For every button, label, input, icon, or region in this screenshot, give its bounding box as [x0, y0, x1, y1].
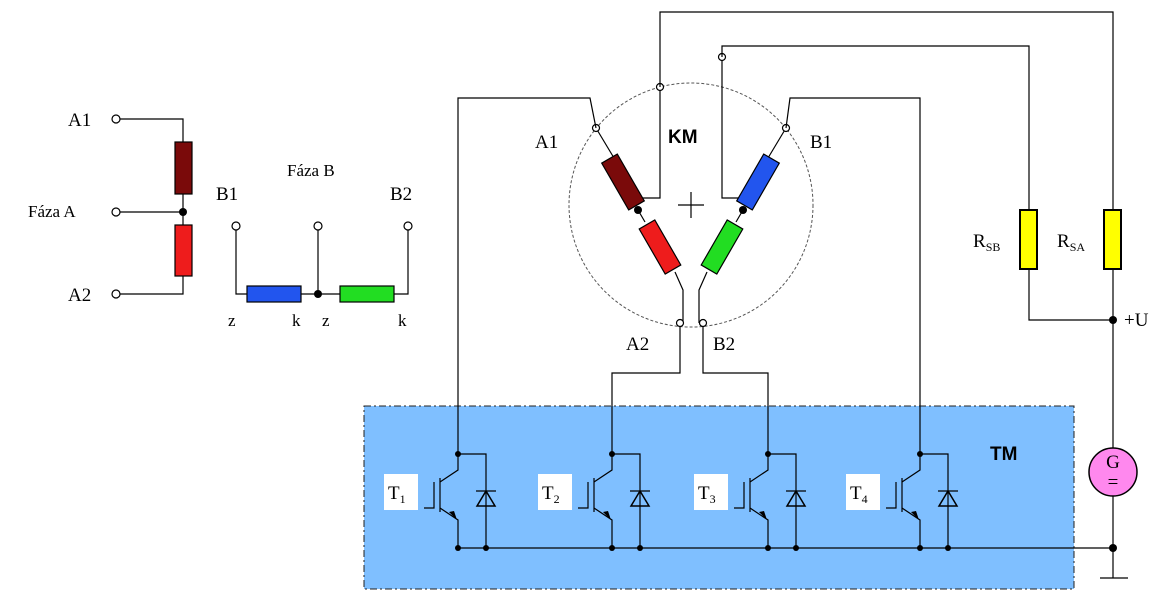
collector-lead [593, 454, 613, 483]
phase-b-label: Fáza B [287, 161, 335, 180]
junction-dot [765, 451, 771, 457]
motor-b2-label: B2 [713, 334, 735, 355]
phase-b-winding-1 [246, 285, 302, 303]
junction-dot [483, 545, 489, 551]
phase-a-a1-label: A1 [68, 110, 91, 131]
collector-lead [749, 454, 769, 483]
phase-a-label: Fáza A [28, 202, 76, 221]
transistor-t2-label: T2 [542, 483, 560, 506]
emitter-arrow [449, 511, 457, 520]
emitter-arrow [759, 511, 767, 520]
junction-dot [917, 545, 923, 551]
stage-wire [458, 453, 487, 548]
supply-plus-u-label: +U [1124, 310, 1149, 331]
phase-b-k1-label: k [292, 311, 301, 330]
junction-dot [765, 545, 771, 551]
stage-wire [920, 453, 949, 548]
motor-phase-a-winding-2 [638, 219, 682, 275]
phase-b-z2-label: z [322, 311, 330, 330]
phase-b-b2-label: B2 [390, 184, 412, 205]
junction-dot [609, 545, 615, 551]
motor-a2-label: A2 [626, 334, 649, 355]
stage-wire [768, 453, 797, 548]
igbt-gate [424, 482, 435, 509]
emitter-arrow [603, 511, 611, 520]
resistor-rsb-label: RSB [973, 231, 1000, 254]
wiring [457, 11, 1128, 579]
resistor-rsa-label: RSA [1057, 231, 1085, 254]
freewheel-diode-icon [937, 489, 959, 507]
transistor-label-box [538, 474, 572, 510]
transistor-module-label: TM [990, 444, 1017, 465]
transistor-t3-label: T3 [698, 483, 716, 506]
motor-phase-a-winding-1 [600, 153, 646, 211]
dc-generator: G = [1088, 447, 1138, 497]
generator-g-label: G [1106, 452, 1120, 473]
phase-a-winding-1 [174, 141, 193, 195]
resistor-rsb [1019, 209, 1038, 270]
transistor-stage-t2: T2 [538, 451, 651, 551]
phase-b-z1-label: z [228, 311, 236, 330]
resistor-rsa [1103, 209, 1122, 270]
transistor-t4-label: T4 [850, 483, 868, 506]
transistor-stages: T1 T2 T3 T4 [384, 451, 959, 551]
collector-lead [439, 454, 459, 483]
junction-dot [609, 451, 615, 457]
transistor-label-box [694, 474, 728, 510]
freewheel-diode-icon [785, 489, 807, 507]
phase-a-winding-2 [174, 224, 193, 277]
generator-eq-label: = [1108, 472, 1119, 493]
emitter-lead [901, 507, 921, 548]
emitter-lead [439, 507, 459, 548]
junction-dot [945, 545, 951, 551]
emitter-lead [593, 507, 613, 548]
junction-dot [793, 545, 799, 551]
motor-phase-b-winding-2 [700, 219, 744, 275]
motor-outline [568, 82, 814, 328]
phase-a-schematic: A1 Fáza A A2 [28, 110, 193, 306]
igbt-gate [886, 482, 897, 509]
motor-phase-b-winding-1 [735, 153, 781, 211]
stage-wire [612, 453, 641, 548]
junction-dot [455, 451, 461, 457]
motor-b1-label: B1 [810, 132, 832, 153]
transistor-label-box [846, 474, 880, 510]
transistor-label-box [384, 474, 418, 510]
junction-dot [637, 545, 643, 551]
motor-label: KM [668, 127, 698, 148]
collector-lead [901, 454, 921, 483]
freewheel-diode-icon [475, 489, 497, 507]
transistor-stage-t4: T4 [846, 451, 959, 551]
emitter-arrow [911, 511, 919, 520]
transistor-t1-label: T1 [388, 483, 406, 506]
phase-b-k2-label: k [398, 311, 407, 330]
motor-km: KM A1 B1 A2 B2 [535, 52, 832, 355]
junction-dot [917, 451, 923, 457]
phase-b-b1-label: B1 [216, 184, 238, 205]
freewheel-diode-icon [629, 489, 651, 507]
transistor-stage-t1: T1 [384, 451, 497, 551]
motor-a1-label: A1 [535, 132, 558, 153]
phase-b-schematic: Fáza B B1 B2 z k z k [216, 161, 413, 330]
igbt-gate [734, 482, 745, 509]
igbt-gate [578, 482, 589, 509]
transistor-stage-t3: T3 [694, 451, 807, 551]
phase-b-winding-2 [339, 285, 395, 303]
junction-dot [455, 545, 461, 551]
emitter-lead [749, 507, 769, 548]
phase-a-a2-label: A2 [68, 285, 91, 306]
